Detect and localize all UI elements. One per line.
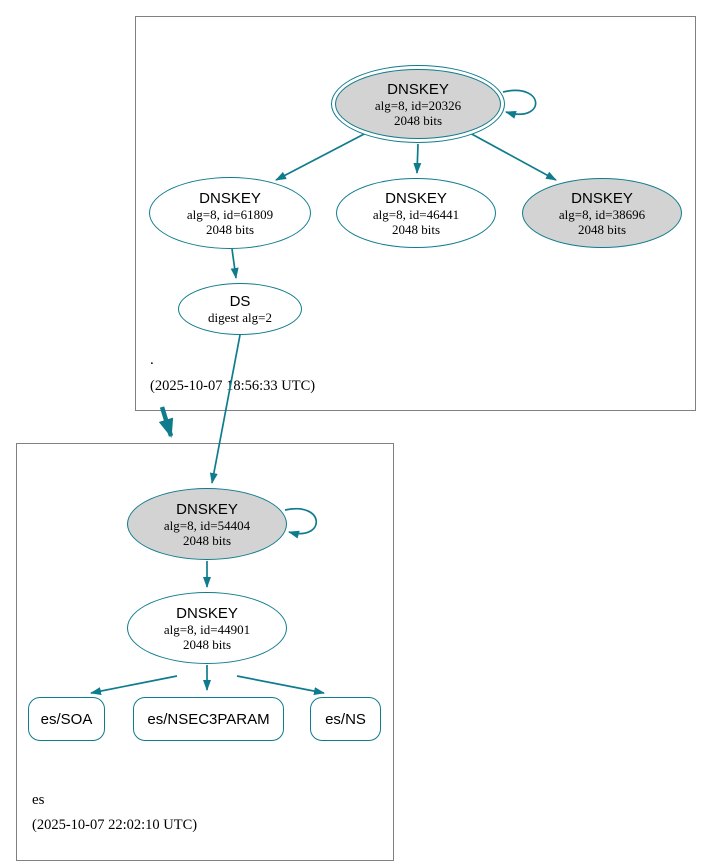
node-detail: 2048 bits xyxy=(577,221,627,237)
ds-node[interactable]: DS digest alg=2 xyxy=(178,283,302,335)
node-title: DNSKEY xyxy=(571,189,633,207)
node-detail: 2048 bits xyxy=(182,636,232,652)
dnskey-node-44901[interactable]: DNSKEY alg=8, id=44901 2048 bits xyxy=(127,592,287,664)
node-detail: alg=8, id=54404 xyxy=(163,517,251,533)
node-detail: alg=8, id=44901 xyxy=(163,621,251,637)
node-title: DNSKEY xyxy=(176,500,238,518)
node-title: DNSKEY xyxy=(176,604,238,622)
dnskey-node-61809[interactable]: DNSKEY alg=8, id=61809 2048 bits xyxy=(149,177,311,249)
zone-timestamp-es: (2025-10-07 22:02:10 UTC) xyxy=(32,817,198,833)
rrset-node-es-soa[interactable]: es/SOA xyxy=(28,697,105,741)
node-detail: alg=8, id=61809 xyxy=(186,206,274,222)
zone-label-es: es xyxy=(32,792,45,808)
node-detail: alg=8, id=38696 xyxy=(558,206,646,222)
zone-label-root: . xyxy=(150,352,154,368)
dnskey-node-38696[interactable]: DNSKEY alg=8, id=38696 2048 bits xyxy=(522,178,682,248)
dnskey-node-20326-inner: DNSKEY alg=8, id=20326 2048 bits xyxy=(335,69,501,139)
edge-root-delegation-to-es xyxy=(158,406,174,438)
zone-box-root xyxy=(135,16,696,411)
dnskey-node-46441[interactable]: DNSKEY alg=8, id=46441 2048 bits xyxy=(336,178,496,248)
node-title: DS xyxy=(229,293,251,310)
rrset-label: es/SOA xyxy=(40,710,93,728)
rrset-label: es/NS xyxy=(325,710,366,728)
rrset-node-es-ns[interactable]: es/NS xyxy=(310,697,381,741)
node-detail: 2048 bits xyxy=(182,532,232,548)
node-detail: 2048 bits xyxy=(391,221,441,237)
node-title: DNSKEY xyxy=(199,189,261,207)
zone-timestamp-root: (2025-10-07 18:56:33 UTC) xyxy=(150,378,316,394)
dnskey-node-54404-ksk[interactable]: DNSKEY alg=8, id=54404 2048 bits xyxy=(127,488,287,560)
node-detail: alg=8, id=46441 xyxy=(372,206,460,222)
node-detail: 2048 bits xyxy=(205,221,255,237)
rrset-label: es/NSEC3PARAM xyxy=(147,710,270,728)
node-detail: 2048 bits xyxy=(393,112,443,128)
rrset-node-es-nsec3param[interactable]: es/NSEC3PARAM xyxy=(133,697,284,741)
node-title: DNSKEY xyxy=(387,80,449,98)
node-title: DNSKEY xyxy=(385,189,447,207)
node-detail: digest alg=2 xyxy=(207,310,273,325)
zone-box-es xyxy=(16,443,394,861)
node-detail: alg=8, id=20326 xyxy=(374,97,462,113)
dnskey-node-20326-ksk[interactable]: DNSKEY alg=8, id=20326 2048 bits xyxy=(331,65,505,143)
